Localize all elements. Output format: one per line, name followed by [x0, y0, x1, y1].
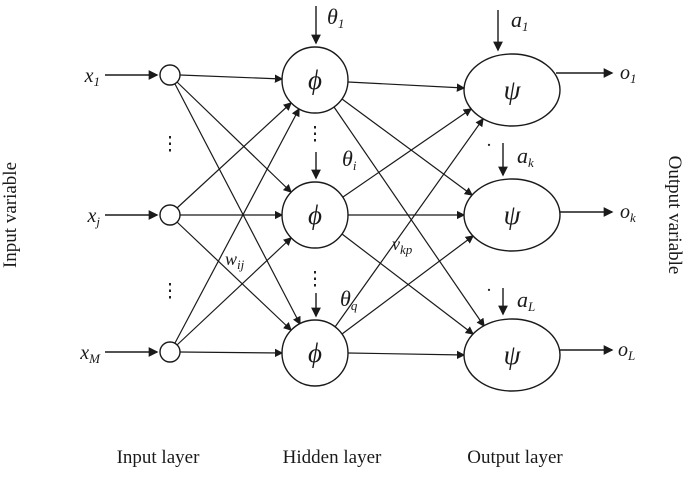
connections-hidden-output	[333, 81, 485, 360]
connection-line	[333, 106, 485, 328]
connection-line	[174, 83, 301, 326]
output-layer-label: Output layer	[467, 447, 563, 468]
hidden-layer-label: Hidden layer	[283, 447, 382, 468]
connection-line	[347, 350, 466, 360]
connection-line	[341, 233, 475, 335]
input-node	[159, 64, 181, 86]
connection-line	[342, 108, 473, 198]
output-node-symbol: ψ	[504, 200, 522, 230]
input-label-xM: xM	[79, 342, 101, 366]
weight-label-vkp: vkp	[392, 234, 413, 257]
hidden-bias-thetai: θi	[342, 146, 357, 173]
connection-line	[179, 74, 284, 83]
output-label-ok: ok	[620, 201, 636, 225]
input-node	[159, 341, 181, 363]
hidden-node	[281, 319, 349, 387]
input-label-x1: x1	[84, 65, 100, 89]
output-bias-a1: a1	[511, 7, 529, 34]
output-label-oL: oL	[618, 339, 635, 363]
input-node	[159, 204, 181, 226]
weight-label-wij: wij	[225, 249, 245, 272]
input-layer-label: Input layer	[117, 447, 201, 468]
hidden-node-symbol: ϕ	[308, 200, 322, 230]
right-axis-label: Output variable	[664, 156, 685, 275]
connection-line	[174, 107, 300, 344]
output-node	[463, 178, 561, 252]
connection-line	[334, 117, 484, 328]
connection-line	[347, 81, 466, 92]
hidden-ellipsis: ⋮	[306, 269, 325, 290]
output-bias-aL: aL	[517, 287, 535, 314]
connections-input-hidden	[174, 74, 301, 358]
connection-line	[176, 102, 292, 209]
hidden-ellipsis: ⋮	[306, 124, 325, 145]
left-axis-label: Input variable	[0, 162, 21, 268]
output-dot: .	[487, 275, 492, 296]
output-node-symbol: ψ	[504, 340, 522, 370]
input-ellipsis: ⋮	[161, 134, 180, 155]
hidden-node-symbol: ϕ	[308, 65, 322, 95]
output-node	[463, 53, 561, 127]
hidden-bias-theta1: θ1	[327, 4, 344, 31]
output-node-symbol: ψ	[504, 75, 522, 105]
output-node	[463, 318, 561, 392]
output-bias-ak: ak	[517, 143, 534, 170]
connection-line	[179, 348, 284, 358]
connection-line	[341, 98, 474, 196]
hidden-node-symbol: ϕ	[308, 338, 322, 368]
connection-line	[176, 237, 292, 346]
input-arrows	[105, 70, 159, 357]
connection-line	[341, 235, 475, 335]
input-ellipsis: ⋮	[161, 281, 180, 302]
output-label-o1: o1	[620, 62, 637, 86]
hidden-node	[281, 181, 349, 249]
output-arrows	[556, 68, 614, 355]
input-label-xj: xj	[86, 205, 100, 229]
connection-line	[176, 221, 292, 331]
output-bias-arrows	[493, 10, 508, 316]
hidden-node	[281, 46, 349, 114]
hidden-bias-thetaq: θq	[340, 286, 358, 313]
connection-line	[176, 81, 292, 193]
output-dot: .	[487, 130, 492, 151]
